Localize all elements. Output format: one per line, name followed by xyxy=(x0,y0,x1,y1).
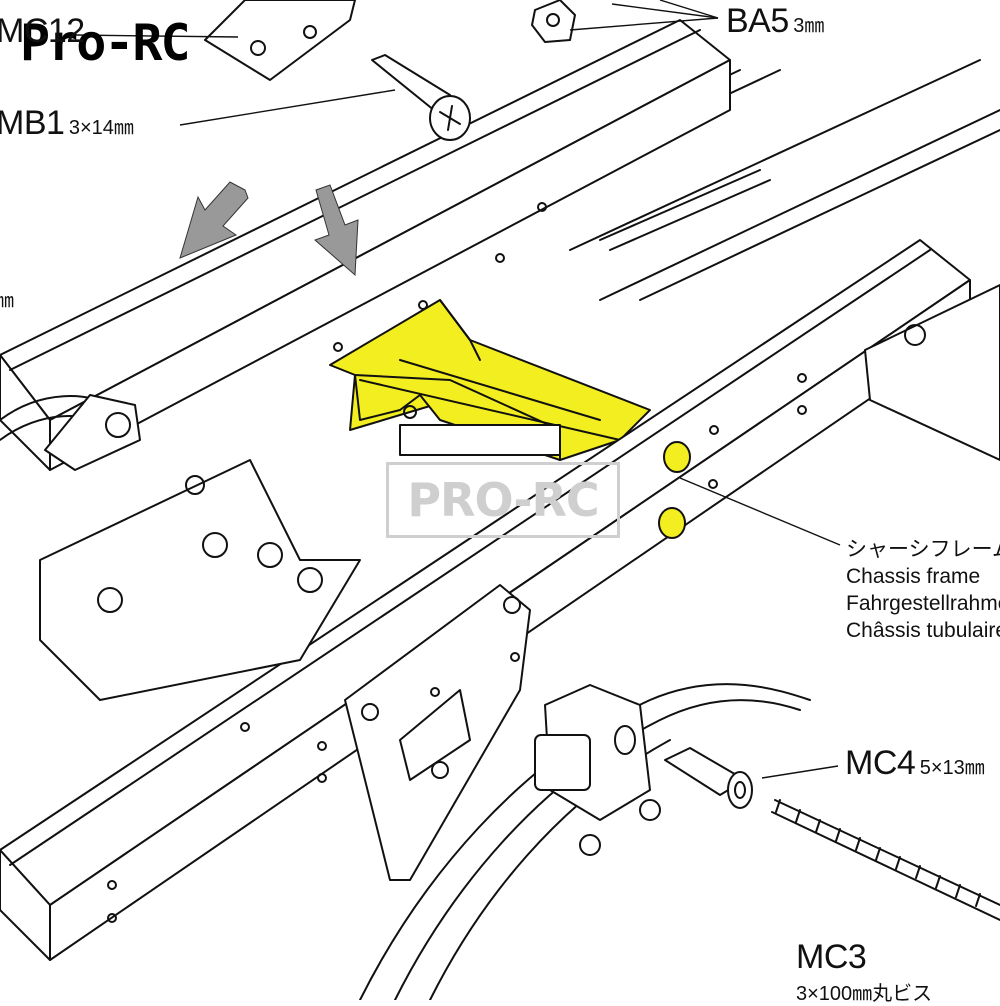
mc12-bracket xyxy=(204,0,356,81)
ba5-size: 3㎜ xyxy=(793,15,825,37)
mc4-code: MC4 xyxy=(845,744,916,782)
frame-screw-highlights xyxy=(658,441,691,539)
spring-hanger xyxy=(344,584,531,881)
cross-member-highlight xyxy=(329,299,651,461)
mc3-size: 3×100㎜丸ビス xyxy=(796,983,933,1005)
direction-arrows xyxy=(179,181,359,277)
mc4-collar xyxy=(664,747,753,809)
chassis-frame-label: シャーシフレーム Chassis frame Fahrgestellrahmen… xyxy=(846,536,1000,644)
rail-holes xyxy=(107,202,807,923)
mb1-screw xyxy=(371,54,471,141)
watermark-stamp: PRO-RC xyxy=(386,462,620,538)
rear-cross-member xyxy=(864,284,1000,461)
mc3-code: MC3 xyxy=(796,938,867,976)
mb1-code: MB1 xyxy=(0,104,65,142)
mc4-size: 5×13㎜ xyxy=(919,757,985,779)
label-left-cut: ㎜ xyxy=(0,290,14,312)
label-mc3: MC3 3×100㎜丸ビス xyxy=(796,938,932,1006)
chassis-frame-fr: Châssis tubulaire xyxy=(846,619,1000,642)
chassis-frame-de: Fahrgestellrahmen xyxy=(846,592,1000,615)
label-ba5: BA5 3㎜ xyxy=(726,2,824,41)
label-mc12: MC12 xyxy=(0,12,85,50)
chassis-frame-en: Chassis frame xyxy=(846,565,981,588)
left-spring-hanger xyxy=(44,394,141,471)
shackle-block xyxy=(534,684,661,856)
label-mc4: MC4 5×13㎜ xyxy=(845,744,985,783)
mb1-size: 3×14㎜ xyxy=(68,117,134,139)
leader-lines xyxy=(74,0,841,779)
chassis-frame-jp: シャーシフレーム xyxy=(846,538,1000,561)
ba5-nut xyxy=(531,0,576,43)
left-frame-rail xyxy=(0,19,731,471)
ba5-code: BA5 xyxy=(726,2,789,40)
arrow-down-icon xyxy=(314,184,359,277)
arrow-left-icon xyxy=(179,181,249,259)
center-plate xyxy=(39,459,361,701)
label-mb1: MB1 3×14㎜ xyxy=(0,104,134,143)
mc3-screw xyxy=(771,799,1000,921)
watermark-logo: Pro-RC xyxy=(20,14,191,72)
